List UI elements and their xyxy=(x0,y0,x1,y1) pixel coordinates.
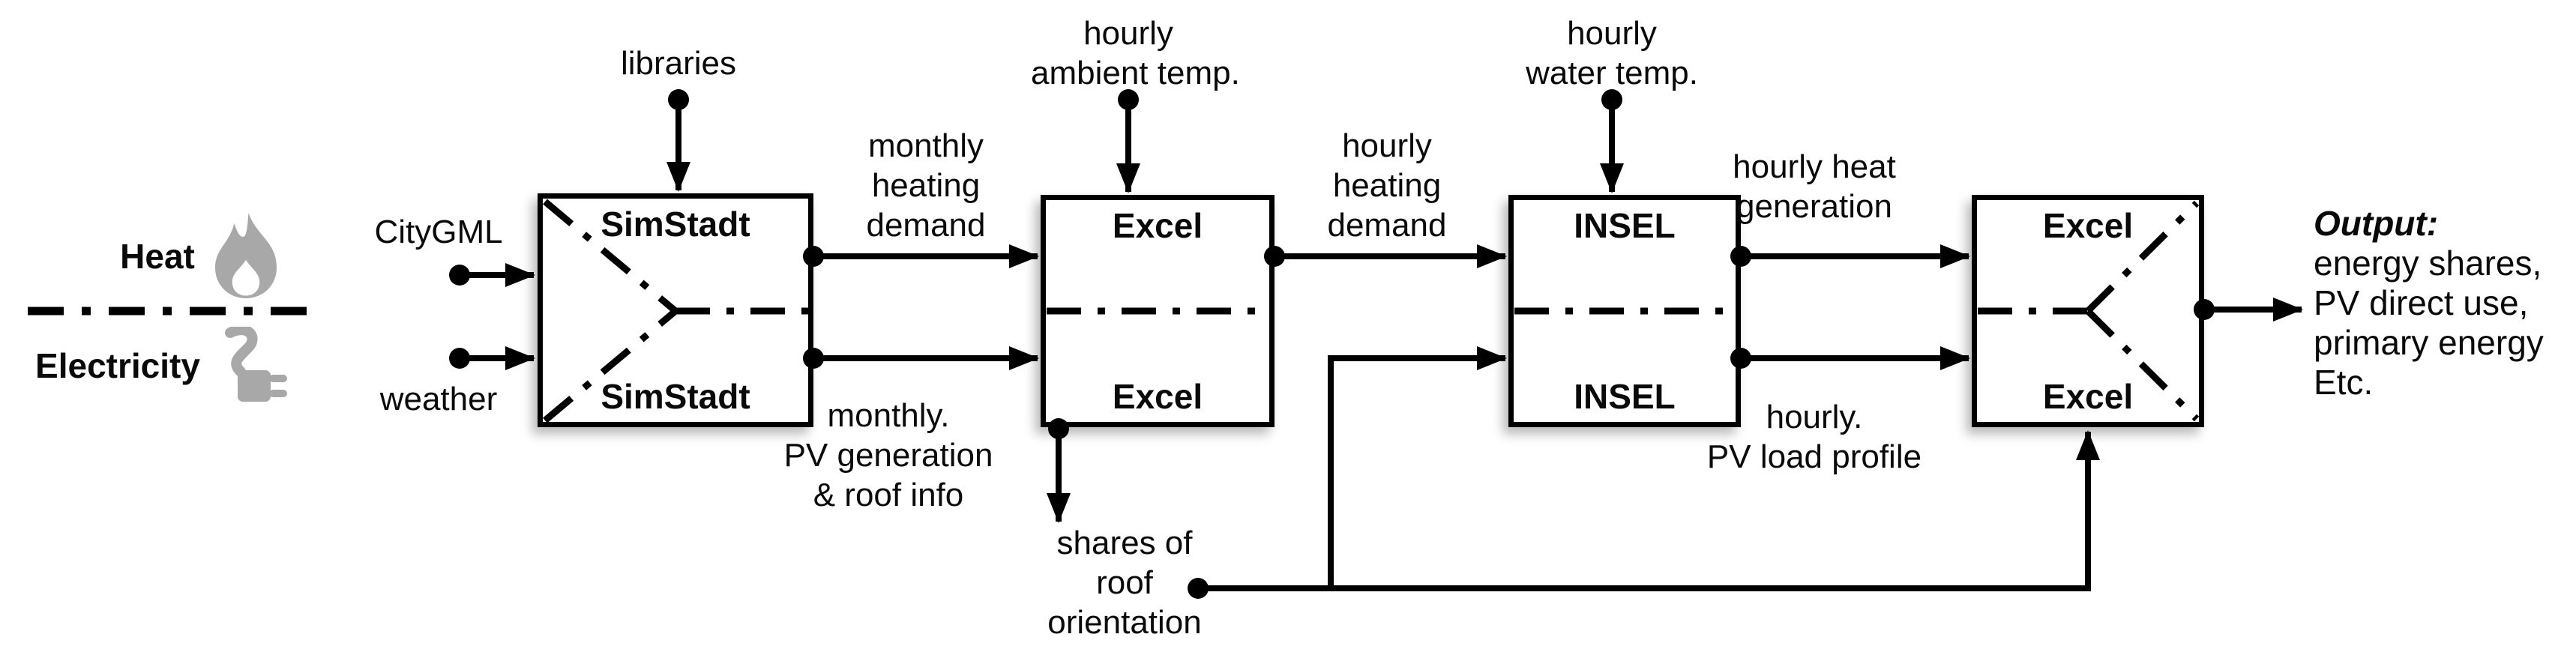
label-hourly-ambient-temp: hourly ambient temp. xyxy=(1031,15,1240,91)
label-shares-of-roof-orientation: shares of roof orientation xyxy=(1047,525,1202,641)
box-insel-bottom-label: INSEL xyxy=(1574,377,1676,416)
output-title: Output: xyxy=(2314,204,2439,243)
box-excel-mid-top-label: Excel xyxy=(1112,206,1203,245)
label-hourly-water-temp: hourly water temp. xyxy=(1526,15,1698,91)
box-simstadt-top-label: SimStadt xyxy=(601,205,750,244)
line-shares-branch-to-insel xyxy=(1328,346,1507,588)
box-simstadt-bottom-label: SimStadt xyxy=(601,377,750,416)
box-excel-final-top-label: Excel xyxy=(2042,206,2134,245)
line-shares-to-excel-final xyxy=(1198,430,2100,591)
flame-icon xyxy=(215,212,277,303)
label-weather: weather xyxy=(379,381,498,417)
label-hourly-heat-generation: hourly heat generation xyxy=(1733,148,1896,225)
legend-electricity-label: Electricity xyxy=(35,346,200,385)
box-excel-final-bottom-label: Excel xyxy=(2042,377,2134,416)
dot-libraries xyxy=(668,89,689,110)
label-monthly-pv-generation: monthly. PV generation & roof info xyxy=(783,397,993,513)
box-insel-top-label: INSEL xyxy=(1574,206,1676,245)
label-libraries: libraries xyxy=(620,45,737,82)
box-simstadt: SimStadt SimStadt xyxy=(538,193,813,427)
label-monthly-heating-demand: monthly heating demand xyxy=(866,127,986,244)
legend-heat-label: Heat xyxy=(120,237,195,276)
output-block: Output: energy shares, PV direct use, pr… xyxy=(2314,204,2576,402)
box-excel-mid: Excel Excel xyxy=(1041,195,1275,427)
label-hourly-heating-demand: hourly heating demand xyxy=(1327,127,1447,244)
box-excel-mid-bottom-label: Excel xyxy=(1112,377,1203,416)
label-hourly-pv-load-profile: hourly. PV load profile xyxy=(1706,399,1922,475)
label-citygml: CityGML xyxy=(374,214,503,250)
output-line: Etc. xyxy=(2314,363,2374,402)
box-excel-final: Excel Excel xyxy=(1972,195,2204,427)
dot-weather xyxy=(449,348,470,369)
box-insel: INSEL INSEL xyxy=(1508,195,1741,427)
output-line: energy shares, xyxy=(2314,244,2542,283)
power-plug-icon xyxy=(208,325,292,413)
dot-citygml xyxy=(449,265,470,286)
output-line: PV direct use, xyxy=(2314,283,2529,322)
output-line: primary energy xyxy=(2314,323,2544,362)
